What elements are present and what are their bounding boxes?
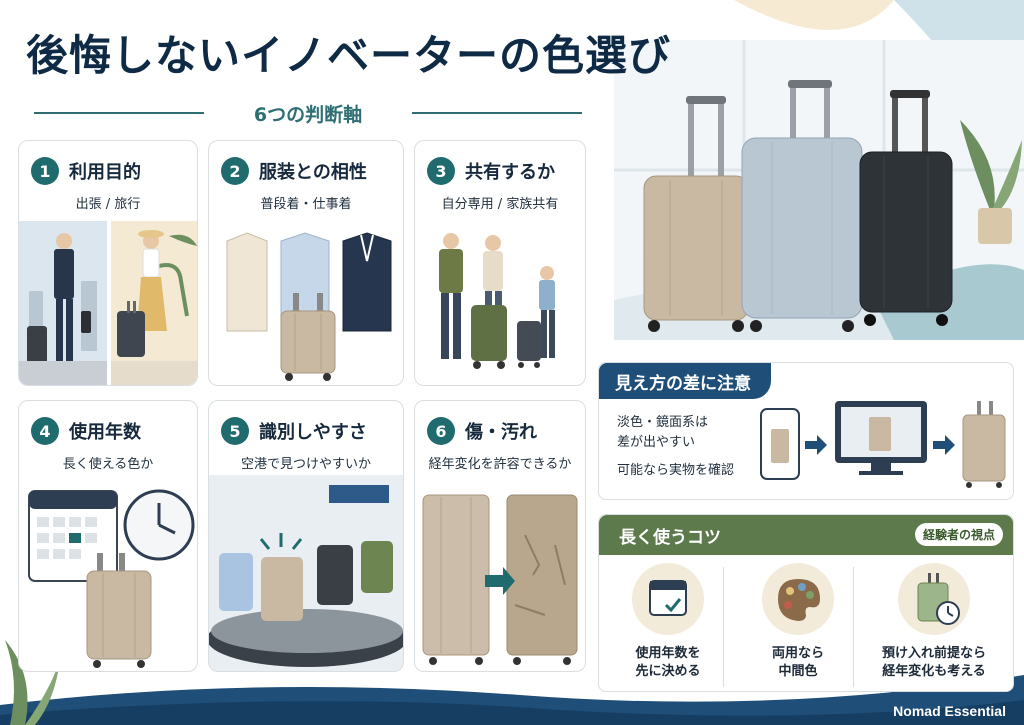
note-panel-title: 見え方の差に注意: [599, 363, 771, 399]
business-and-travel-illustration: [19, 221, 197, 385]
aging-suitcase-comparison-illustration: [422, 494, 578, 665]
experience-badge: 経験者の視点: [914, 523, 1003, 546]
card-subtitle: 空港で見つけやすいか: [240, 457, 371, 472]
clothes-and-suitcase-illustration: [226, 232, 392, 381]
card-subtitle: 長く使える色か: [62, 457, 154, 472]
calendar-clock-suitcase-illustration: [28, 489, 195, 668]
card-scratches: 6 傷・汚れ 経年変化を許容できるか: [414, 400, 586, 672]
calendar-check-icon: [632, 563, 704, 635]
tip-label: 両用なら 中間色: [771, 646, 824, 679]
card-identification: 5 識別しやすさ 空港で見つけやすいか: [208, 400, 404, 672]
card-title: 傷・汚れ: [465, 422, 537, 443]
brand-name: Nomad Essential: [893, 703, 1006, 719]
display-comparison-illustration: [760, 401, 1006, 488]
card-sharing: 3 共有するか 自分専用 / 家族共有: [414, 140, 586, 386]
suitcase-clock-icon: [898, 563, 970, 635]
baggage-claim-illustration: [209, 475, 403, 671]
subtitle: 6つの判断軸: [253, 104, 363, 126]
note-panel: 見え方の差に注意 淡色・鏡面系は 差が出やすい 可能なら実物を確認: [598, 362, 1014, 500]
tip-item: 使用年数を 先に決める: [613, 563, 723, 680]
card-subtitle: 出張 / 旅行: [75, 197, 141, 212]
card-number: 3: [427, 157, 455, 185]
card-clothing: 2 服装との相性 普段着・仕事着: [208, 140, 404, 386]
subtitle-row: 6つの判断軸: [34, 100, 582, 126]
card-number: 5: [221, 417, 249, 445]
tip-item: 預け入れ前提なら 経年変化も考える: [867, 563, 1001, 680]
page-title: 後悔しないイノベーターの色選び: [26, 31, 672, 80]
note-line-2: 差が出やすい: [617, 435, 696, 450]
plant-decoration: [960, 120, 1022, 244]
tips-panel: 長く使うコツ 経験者の視点 使用年数を 先に決める 両用なら 中間色: [598, 514, 1014, 692]
card-subtitle: 自分専用 / 家族共有: [441, 197, 559, 212]
hero-suitcases-illustration: [643, 80, 953, 332]
card-number: 2: [221, 157, 249, 185]
card-years: 4 使用年数 長く使える色か: [18, 400, 198, 672]
card-title: 服装との相性: [259, 162, 367, 183]
card-subtitle: 普段着・仕事着: [260, 197, 352, 212]
family-sharing-illustration: [439, 233, 555, 369]
card-subtitle: 経年変化を許容できるか: [428, 457, 572, 472]
card-number: 1: [31, 157, 59, 185]
card-number: 4: [31, 417, 59, 445]
note-line-3: 可能なら実物を確認: [617, 463, 735, 478]
bottom-wave: [0, 675, 1024, 725]
note-line-1: 淡色・鏡面系は: [617, 415, 709, 430]
card-title: 使用年数: [69, 422, 141, 443]
tip-item: 両用なら 中間色: [743, 563, 853, 680]
tip-label: 預け入れ前提なら 経年変化も考える: [881, 646, 986, 679]
divider: [853, 567, 854, 687]
tip-label: 使用年数を 先に決める: [635, 646, 701, 679]
divider: [723, 567, 724, 687]
palette-icon: [762, 563, 834, 635]
card-title: 識別しやすさ: [259, 422, 367, 443]
card-title: 利用目的: [69, 162, 141, 183]
card-number: 6: [427, 417, 455, 445]
divider-left: [34, 112, 204, 114]
card-title: 共有するか: [465, 162, 555, 183]
plant-decoration: [5, 640, 60, 725]
divider-right: [412, 112, 582, 114]
card-purpose: 1 利用目的 出張 / 旅行: [18, 140, 198, 386]
